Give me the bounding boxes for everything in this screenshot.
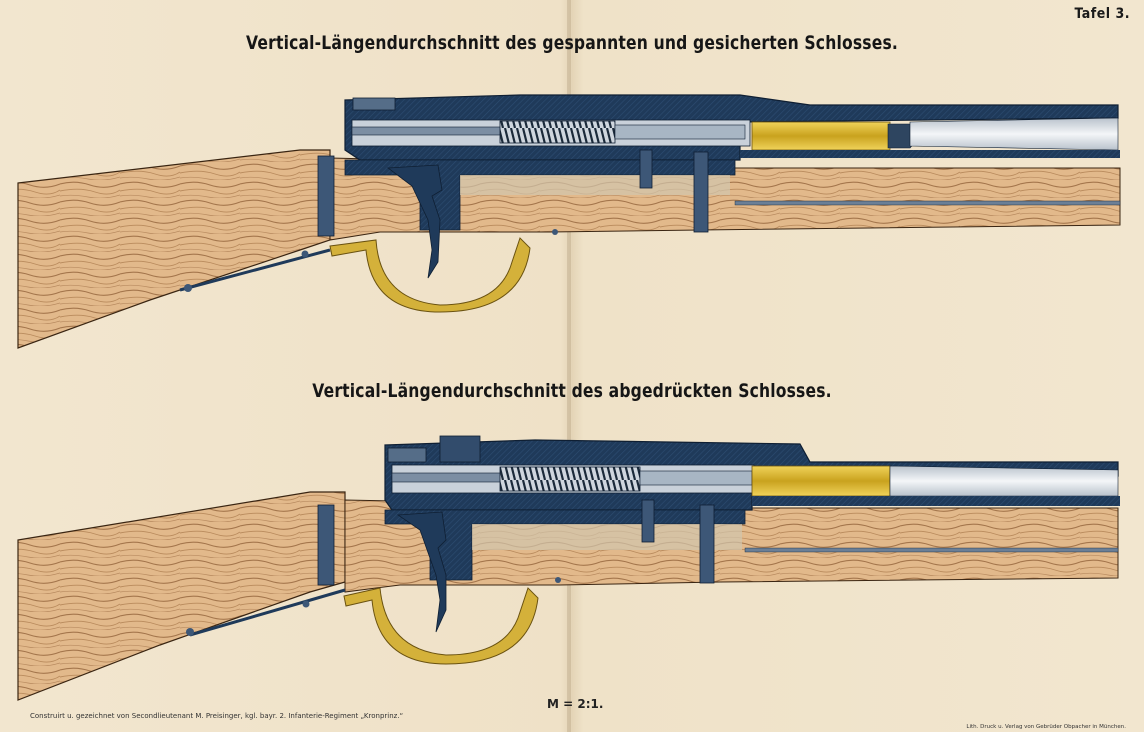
publisher-imprint: Lith. Druck u. Verlag von Gebrüder Obpac… <box>966 724 1126 730</box>
trigger-bottom <box>396 511 447 633</box>
bore-bottom <box>889 465 1119 497</box>
cartridge-case-top <box>751 121 891 151</box>
trigger-top <box>386 164 443 279</box>
draftsman-credit: Construirt u. gezeichnet von Secondlieut… <box>30 712 404 720</box>
trigger-guard-bottom <box>343 587 539 665</box>
trigger-guard-top <box>329 237 531 313</box>
bore-top <box>909 117 1119 151</box>
plate-fold-line <box>567 0 571 732</box>
stock-butt-top <box>17 149 331 349</box>
cartridge-case-bottom <box>751 465 891 497</box>
scale-label: M = 2:1. <box>547 697 604 711</box>
plate-number: Tafel 3. <box>1074 6 1130 22</box>
mainspring-top <box>499 120 616 144</box>
title-fired-lock: Vertical-Längendurchschnitt des abgedrüc… <box>312 380 832 402</box>
rifle-bottom <box>17 435 1120 701</box>
stock-butt-bottom <box>17 491 346 701</box>
title-cocked-safe-lock: Vertical-Längendurchschnitt des gespannt… <box>246 32 898 54</box>
rifle-top <box>17 94 1121 349</box>
mainspring-bottom <box>499 466 641 492</box>
